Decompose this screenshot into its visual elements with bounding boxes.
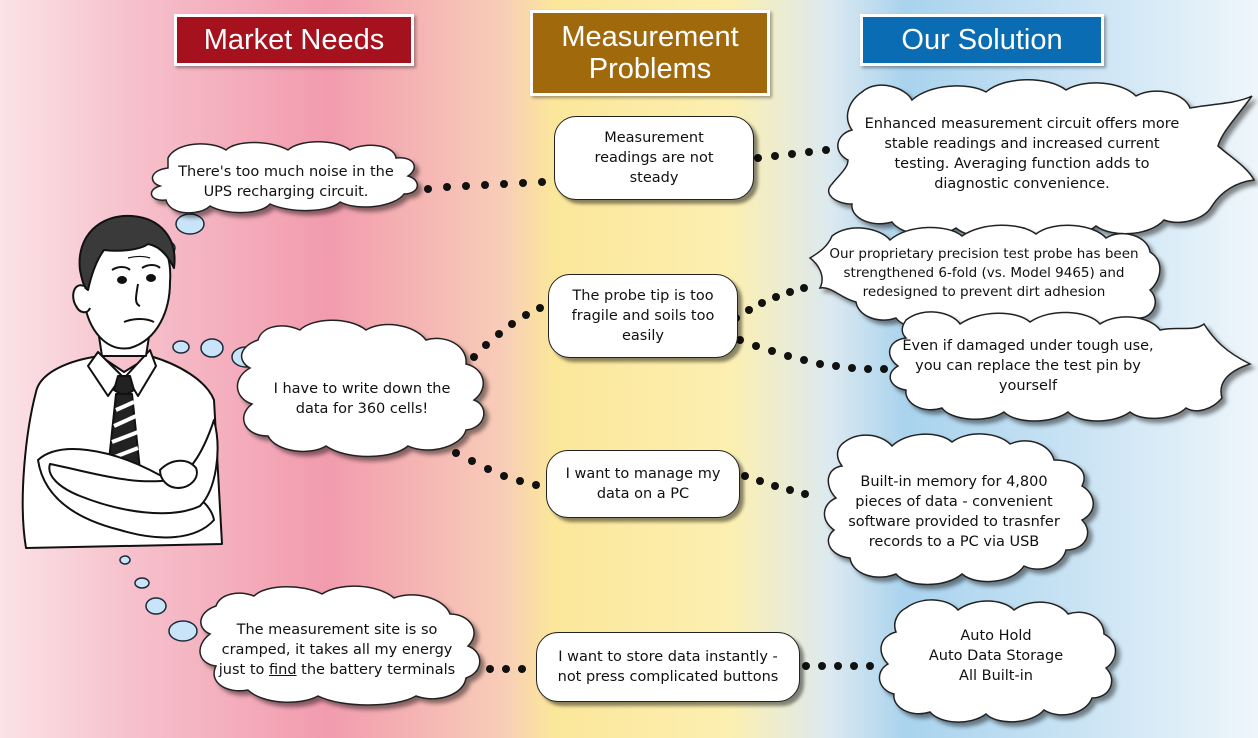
- need-site-text-content: The measurement site is so cramped, it t…: [218, 622, 456, 678]
- header-market-needs: Market Needs: [174, 14, 414, 66]
- solution-memory-text: Built-in memory for 4,800 pieces of data…: [848, 474, 1060, 550]
- solution-pin-cloud: [888, 311, 1252, 422]
- connector-write-to-probe: [470, 304, 544, 361]
- need-site-text: The measurement site is so cramped, it t…: [214, 608, 460, 692]
- connector-write-to-manage: [452, 449, 540, 489]
- need-noise-text: There's too much noise in the UPS rechar…: [178, 164, 394, 200]
- need-site-find-underlined: find: [269, 662, 297, 678]
- connector-manage-to-memory: [741, 472, 809, 498]
- header-measurement-problems-label: Measurement Problems: [561, 21, 739, 85]
- solution-replace-pin-text: Even if damaged under tough use, you can…: [902, 338, 1154, 394]
- worried-man-illustration: [21, 214, 223, 549]
- solution-circuit-text: Enhanced measurement circuit offers more…: [864, 116, 1180, 192]
- need-write-cloud: [236, 319, 485, 458]
- problem-manage-box: I want to manage my data on a PC: [546, 450, 740, 518]
- header-our-solution: Our Solution: [860, 14, 1104, 66]
- thought-trail-lower: [119, 555, 198, 642]
- solution-auto-cloud: [878, 599, 1117, 723]
- need-noise-cloud: [150, 141, 418, 214]
- header-our-solution-label: Our Solution: [901, 24, 1063, 56]
- header-measurement-problems: Measurement Problems: [530, 10, 770, 96]
- problem-probe-box: The probe tip is too fragile and soils t…: [548, 274, 738, 358]
- need-site-cloud: [199, 585, 481, 706]
- solution-auto-text: Auto Hold Auto Data Storage All Built-in: [928, 628, 1064, 684]
- need-write-data-text: I have to write down the data for 360 ce…: [273, 381, 451, 417]
- problem-readings-box: Measurement readings are not steady: [554, 116, 754, 200]
- header-market-needs-label: Market Needs: [203, 24, 385, 56]
- connector-probe-to-pin: [736, 336, 888, 373]
- solution-memory-cloud: [823, 433, 1094, 586]
- solution-probe-strength-text: Our proprietary precision test probe has…: [829, 245, 1139, 300]
- solution-circuit-cloud: [827, 79, 1256, 239]
- connector-store-to-auto: [802, 662, 874, 670]
- connector-noise-to-readings: [424, 178, 546, 193]
- problem-store-box: I want to store data instantly - not pre…: [536, 632, 800, 702]
